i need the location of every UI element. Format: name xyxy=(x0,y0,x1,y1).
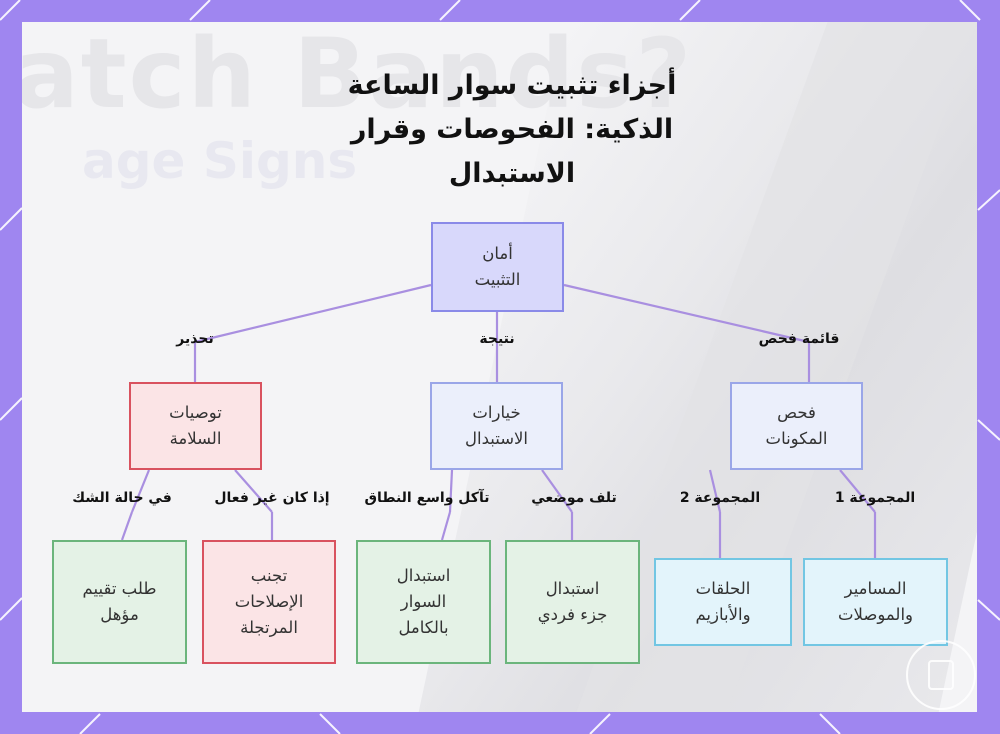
node-component-inspection: فحص المكونات xyxy=(730,382,863,470)
diagram-title: أجزاء تثبيت سوار الساعة الذكية: الفحوصات… xyxy=(347,70,677,189)
node-label: الحلقات والأبازيم xyxy=(695,579,751,624)
node-full-band-replacement: استبدال السوار بالكامل xyxy=(356,540,491,664)
node-installation-safety: أمان التثبيت xyxy=(431,222,564,312)
connector-lines xyxy=(120,283,877,558)
node-label: تجنب الإصلاحات المرتجلة xyxy=(234,566,304,637)
node-avoid-improvised-repairs: تجنب الإصلاحات المرتجلة xyxy=(202,540,336,664)
edge-label-widespread-wear: تآكل واسع النطاق xyxy=(364,490,490,506)
edge-label-checklist: قائمة فحص xyxy=(758,331,840,347)
node-safety-recommendations: توصيات السلامة xyxy=(129,382,262,470)
node-rings-buckles: الحلقات والأبازيم xyxy=(654,558,792,646)
background-watermark-text: atch Bands? xyxy=(22,22,694,130)
node-pins-connectors: المسامير والموصلات xyxy=(803,558,948,646)
node-label: توصيات السلامة xyxy=(169,403,222,448)
node-label: أمان التثبيت xyxy=(474,244,521,289)
node-label: استبدال جزء فردي xyxy=(537,579,608,624)
edge-label-if-in-doubt: في حالة الشك xyxy=(72,490,172,506)
node-request-qualified-assessment: طلب تقييم مؤهل xyxy=(52,540,187,664)
node-single-part-replacement: استبدال جزء فردي xyxy=(505,540,640,664)
watermark-seal-icon xyxy=(906,640,976,710)
edge-label-if-ineffective: إذا كان غير فعال xyxy=(214,490,330,506)
background-watermark-text: age Signs xyxy=(82,132,358,190)
diagram-card: atch Bands? age Signs أجزاء تثبيت سوار ا… xyxy=(22,22,977,712)
node-label: فحص المكونات xyxy=(765,403,828,448)
node-label: طلب تقييم مؤهل xyxy=(82,579,157,624)
edge-label-result: نتيجة xyxy=(479,331,515,347)
node-replacement-options: خيارات الاستبدال xyxy=(430,382,563,470)
node-label: استبدال السوار بالكامل xyxy=(396,566,451,637)
node-label: خيارات الاستبدال xyxy=(465,403,529,448)
edge-label-group-2: المجموعة 2 xyxy=(679,490,761,506)
edge-label-warning: تحذير xyxy=(176,331,214,347)
edge-label-group-1: المجموعة 1 xyxy=(834,490,916,506)
node-label: المسامير والموصلات xyxy=(837,579,914,624)
edge-label-local-damage: تلف موضعي xyxy=(531,490,617,506)
